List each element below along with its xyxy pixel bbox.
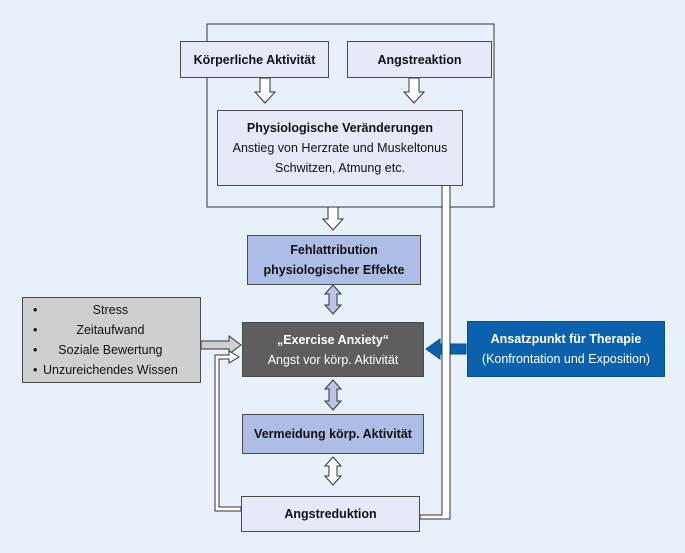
label-fehlattribution-line1: Fehlattribution [290,243,378,257]
label-exercise-anxiety-subtitle: Angst vor körp. Aktivität [267,352,399,367]
double-arrow-2 [323,379,343,411]
box-ansatzpunkt-therapie: Ansatzpunkt für Therapie (Konfrontation … [467,321,665,377]
outer-frame [206,23,495,208]
box-fehlattribution: Fehlattribution physiologischer Effekte [247,235,421,285]
factor-list: Stress Zeitaufwand Soziale Bewertung Unz… [33,300,178,380]
label-angstreaktion: Angstreaktion [377,52,462,67]
feedback-loop-left [214,350,242,512]
label-physiologische-title: Physiologische Veränderungen [246,121,434,135]
label-physiologische-line1: Anstieg von Herzrate und Muskeltonus [232,141,448,155]
factor-item: Unzureichendes Wissen [33,360,178,380]
factor-item: Soziale Bewertung [33,340,178,360]
box-exercise-anxiety: „Exercise Anxiety“ Angst vor körp. Aktiv… [242,322,424,377]
arrow-down-angstreaktion [402,77,426,104]
box-angstreduktion: Angstreduktion [241,496,420,532]
factor-item: Stress [33,300,178,320]
box-physiologische-veraenderungen: Physiologische Veränderungen Anstieg von… [217,110,463,186]
label-exercise-anxiety-title: „Exercise Anxiety“ [276,332,390,347]
label-angstreduktion: Angstreduktion [284,507,377,521]
arrow-down-koerperliche [253,77,277,104]
label-fehlattribution-line2: physiologischer Effekte [263,263,405,277]
double-arrow-3 [323,456,343,486]
label-vermeidung: Vermeidung körp. Aktivität [254,427,412,441]
box-einflussfaktoren: Stress Zeitaufwand Soziale Bewertung Unz… [22,297,201,383]
label-therapie-title: Ansatzpunkt für Therapie [490,332,642,346]
label-koerperliche-aktivitaet: Körperliche Aktivität [193,52,316,67]
double-arrow-1 [323,284,343,315]
label-therapie-subtitle: (Konfrontation und Exposition) [481,352,651,366]
factor-item: Zeitaufwand [33,320,178,340]
box-vermeidung: Vermeidung körp. Aktivität [242,414,424,454]
box-angstreaktion: Angstreaktion [347,41,492,78]
box-koerperliche-aktivitaet: Körperliche Aktivität [180,41,329,78]
arrow-down-frame [321,206,345,231]
arrow-factors-right [200,335,242,355]
label-physiologische-line2: Schwitzen, Atmung etc. [275,161,405,175]
